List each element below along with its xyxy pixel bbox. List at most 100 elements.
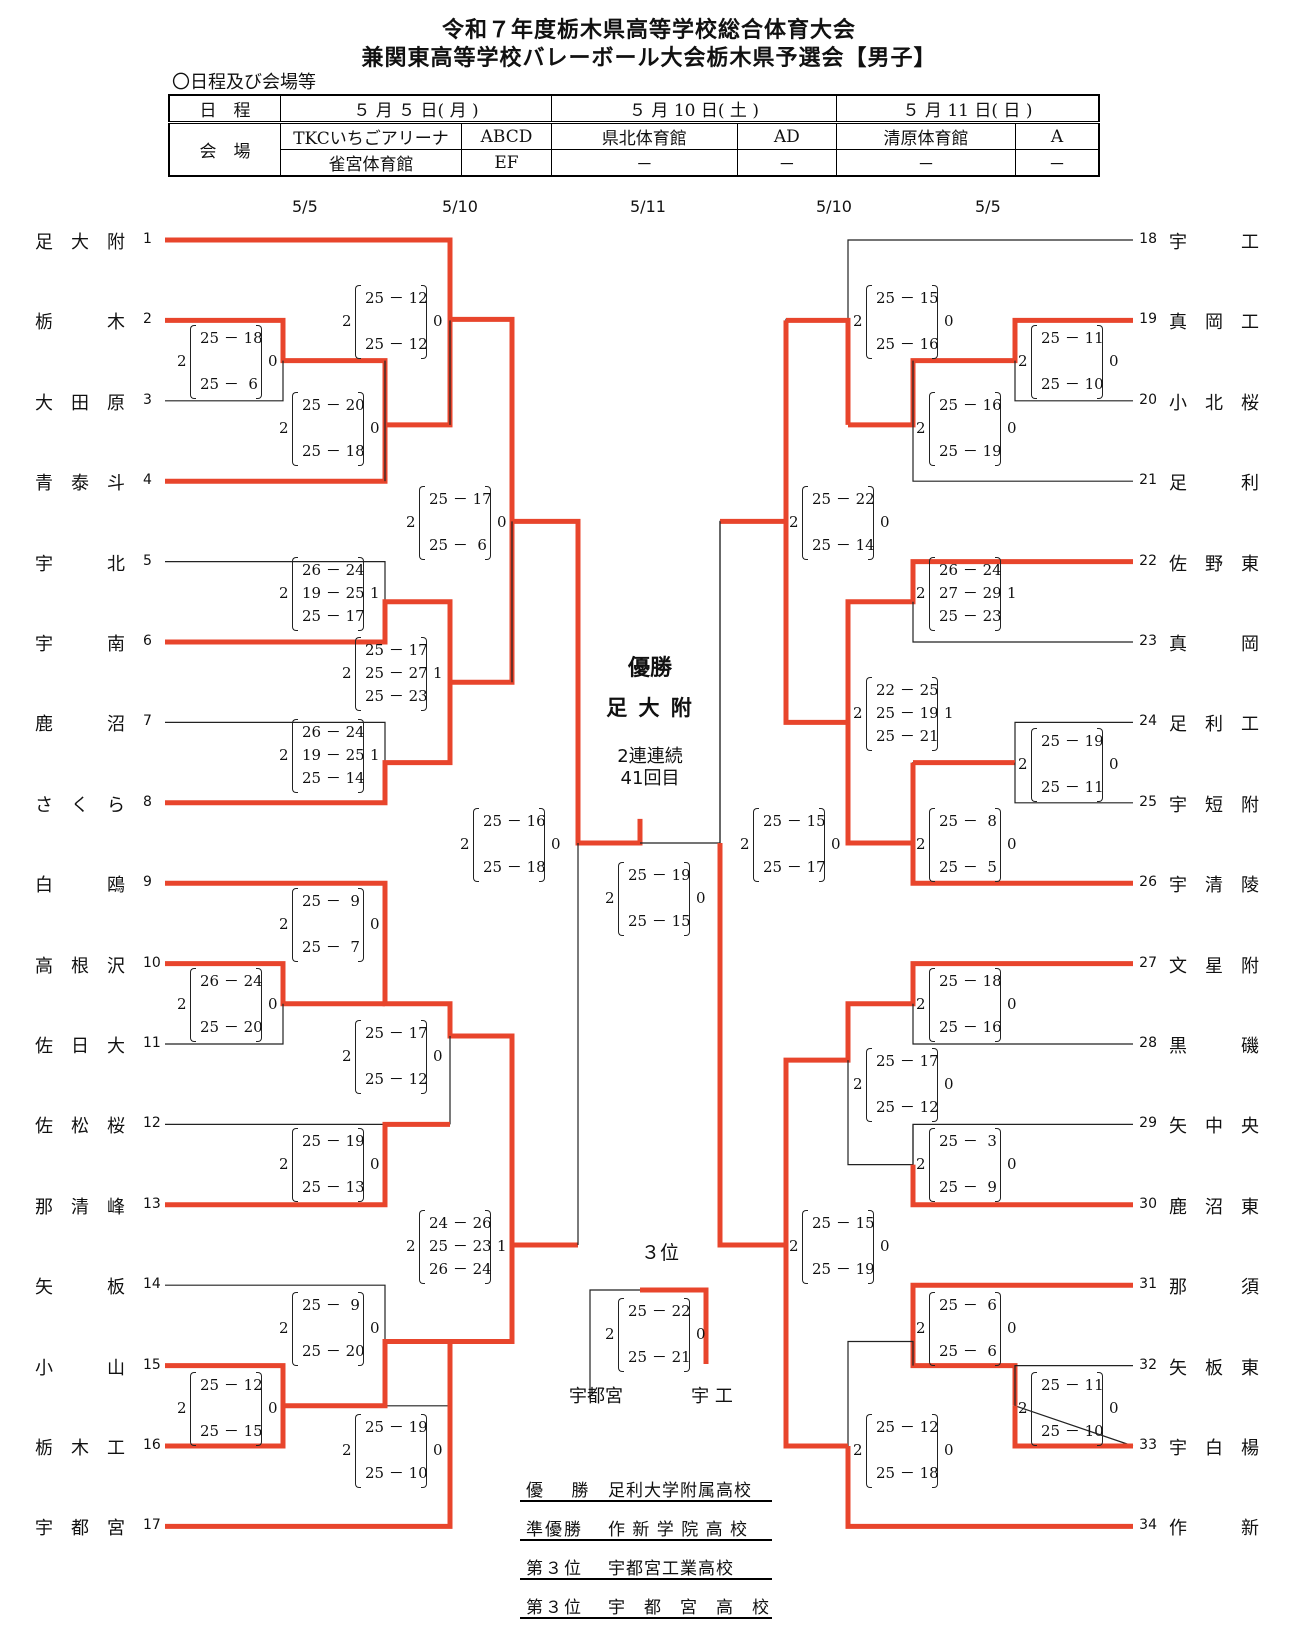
set-score: 25 － 6 (939, 1342, 997, 1360)
team-name-char: 山 (107, 1357, 125, 1379)
team-name-char: 足 (35, 232, 53, 253)
score-right-bracket (421, 1414, 427, 1488)
score-right-bracket (684, 862, 690, 936)
team-number: 9 (143, 874, 152, 891)
team-number: 14 (143, 1276, 161, 1293)
score-right-bracket (1097, 728, 1103, 802)
set-score: 25 － 17 (302, 607, 365, 625)
bracket-line (1014, 762, 1133, 804)
winner-path (165, 1405, 286, 1449)
score-left-bracket (866, 285, 872, 359)
score-left-bracket (929, 392, 935, 466)
score-left-bracket (1031, 325, 1037, 399)
sets-won-right: 0 (1007, 1319, 1017, 1337)
score-right-bracket (932, 1048, 938, 1122)
result-3-school: 宇都宮工業高校 (608, 1559, 734, 1579)
set-score: 25 － 12 (200, 1376, 263, 1394)
set-score: 25 － 23 (429, 1237, 492, 1255)
set-score: 25 － 18 (200, 329, 263, 347)
sets-won-left: 2 (853, 312, 863, 330)
team-name-char: 板 (1205, 1357, 1223, 1379)
sets-won-right: 0 (433, 312, 443, 330)
team-number: 11 (143, 1035, 161, 1051)
set-score: 25 － 5 (939, 858, 997, 876)
set-score: 25 － 20 (302, 396, 365, 414)
winner-path (1012, 1405, 1133, 1449)
bracket-line (165, 360, 284, 402)
set-score: 25 － 12 (365, 289, 428, 307)
set-score: 24 － 26 (429, 1214, 492, 1232)
score-left-bracket (929, 808, 935, 882)
champion-count: 41回目 (620, 768, 680, 789)
team-number: 19 (1139, 311, 1157, 328)
team-name-char: 真 (1169, 634, 1187, 655)
sets-won-right: 0 (433, 1047, 443, 1065)
score-left-bracket (292, 888, 298, 962)
sets-won-left: 2 (916, 419, 926, 437)
score-right-bracket (358, 1292, 364, 1366)
score-left-bracket (618, 1298, 624, 1372)
sets-won-right: 0 (497, 513, 507, 531)
bracket-line (165, 721, 386, 763)
score-left-bracket (866, 1414, 872, 1488)
bracket-line (912, 360, 1133, 482)
venue-1-name: TKCいちごアリーナ (280, 122, 462, 150)
set-score: 19 － 25 (302, 746, 365, 764)
set-score: 25 － 19 (302, 1132, 365, 1150)
team-name-char: 南 (107, 634, 125, 655)
team-name-char: 宇 (35, 1518, 53, 1540)
team-name-char: 斗 (107, 473, 125, 495)
title-line-2: 兼関東高等学校バレーボール大会栃木県予選会【男子】 (361, 46, 937, 71)
team-number: 16 (143, 1437, 161, 1453)
team-number: 24 (1139, 713, 1157, 730)
team-name-char: 楊 (1241, 1438, 1259, 1459)
set-score: 25 － 19 (628, 866, 691, 884)
winner-path (783, 521, 1133, 725)
winner-path (165, 1121, 450, 1208)
result-row-3: 第３位 宇都宮工業高校 (520, 1552, 772, 1580)
set-score: 25 － 17 (429, 490, 492, 508)
team-name-char: 東 (1241, 1357, 1259, 1379)
team-number: 31 (1139, 1276, 1157, 1293)
team-number: 32 (1139, 1356, 1157, 1373)
sets-won-left: 2 (279, 419, 289, 437)
score-right-bracket (358, 557, 364, 631)
score-left-bracket (292, 1128, 298, 1202)
venue-1-courts: ABCD (461, 122, 552, 150)
team-name-char: 矢 (1169, 1116, 1187, 1138)
score-right-bracket (485, 1210, 491, 1284)
team-name-char: 利 (1205, 714, 1223, 736)
score-right-bracket (868, 486, 874, 560)
score-left-bracket (802, 486, 808, 560)
score-right-bracket (932, 1414, 938, 1488)
score-right-bracket (256, 325, 262, 399)
score-left-bracket (802, 1210, 808, 1284)
team-name-char: 矢 (35, 1277, 53, 1299)
team-number: 27 (1139, 954, 1157, 971)
winner-path (165, 961, 385, 1007)
team-name-char: 田 (71, 392, 89, 414)
score-right-bracket (485, 486, 491, 560)
sets-won-left: 2 (916, 995, 926, 1013)
score-right-bracket (819, 808, 825, 882)
score-left-bracket (929, 1292, 935, 1366)
sets-won-left: 2 (342, 312, 352, 330)
team-number: 13 (143, 1195, 161, 1212)
date-label: 日 程 (168, 94, 281, 124)
score-right-bracket (932, 285, 938, 359)
sets-won-left: 2 (177, 1399, 187, 1417)
score-right-bracket (358, 719, 364, 793)
team-name-char: 日 (71, 1036, 89, 1057)
set-score: 26 － 24 (200, 972, 263, 990)
sets-won-left: 2 (279, 915, 289, 933)
score-left-bracket (929, 968, 935, 1042)
result-row-2: 準優勝 作 新 学 院 高 校 (520, 1513, 772, 1541)
score-right-bracket (995, 1128, 1001, 1202)
